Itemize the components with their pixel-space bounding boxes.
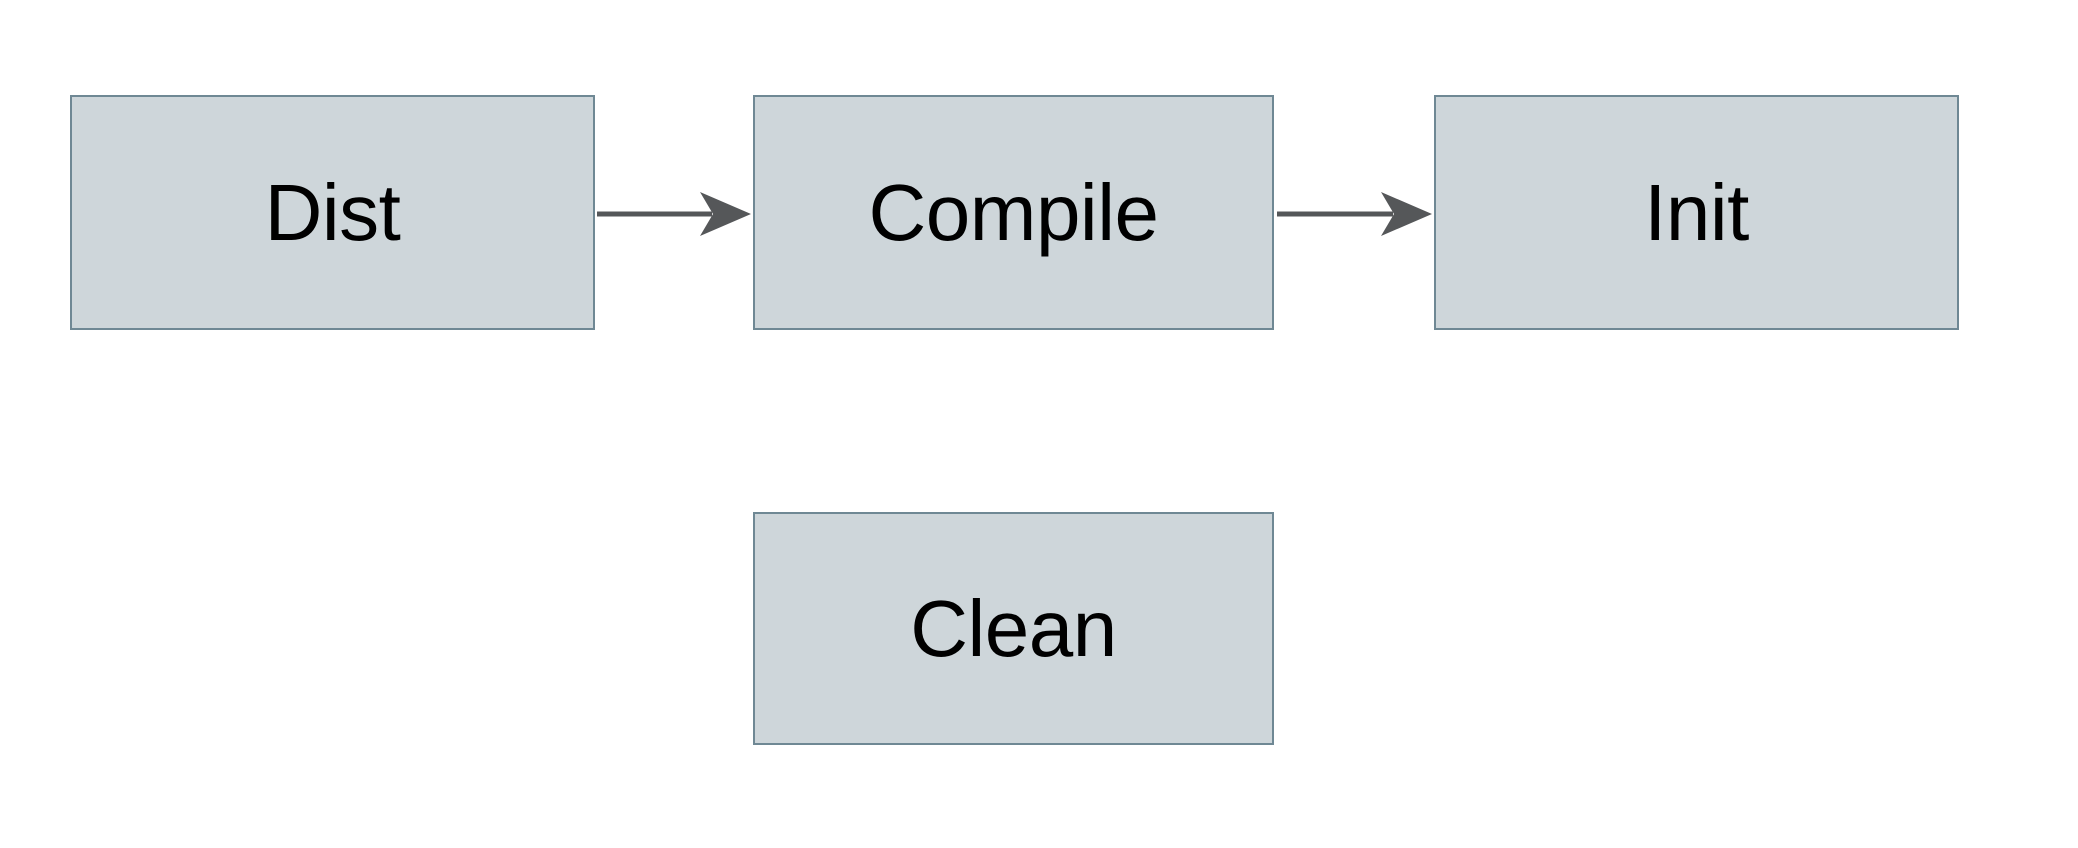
node-compile[interactable]: Compile <box>753 95 1274 330</box>
node-compile-label: Compile <box>868 167 1159 257</box>
edge-dist-to-compile[interactable] <box>597 192 751 236</box>
node-init[interactable]: Init <box>1434 95 1959 330</box>
node-init-label: Init <box>1644 167 1749 257</box>
node-dist[interactable]: Dist <box>70 95 595 330</box>
arrowhead-icon <box>700 192 751 236</box>
node-clean[interactable]: Clean <box>753 512 1274 745</box>
arrowhead-icon <box>1381 192 1432 236</box>
node-clean-label: Clean <box>910 583 1117 673</box>
edge-compile-to-init[interactable] <box>1277 192 1432 236</box>
node-dist-label: Dist <box>264 167 401 257</box>
